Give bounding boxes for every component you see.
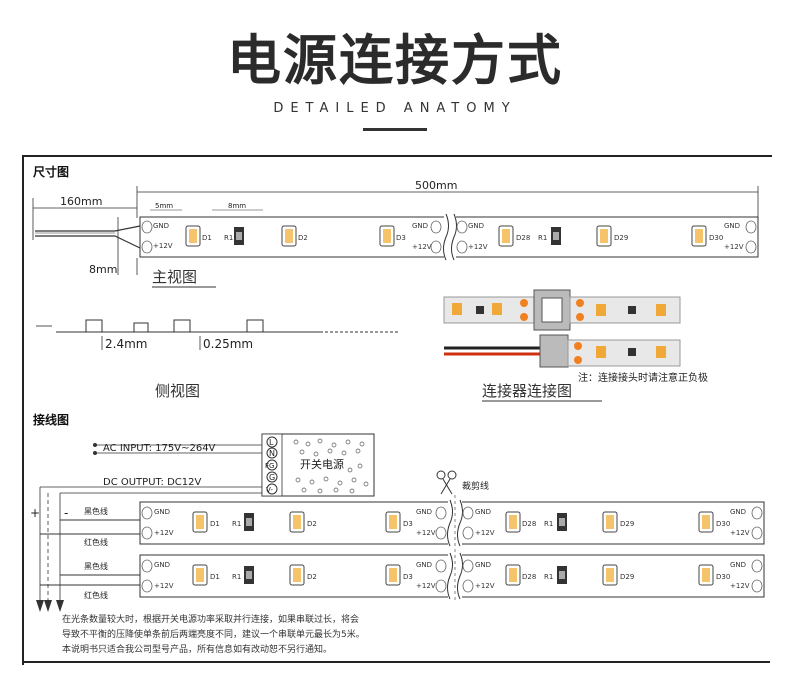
front-view-caption: 主视图 — [152, 268, 197, 286]
wiring-heading: 接线图 — [33, 412, 69, 427]
red-wire-label-2: 红色线 — [84, 590, 108, 600]
w1-d3: D3 — [403, 520, 413, 528]
minus-sign: - — [64, 506, 68, 520]
w2-gnd-4: GND — [730, 561, 746, 569]
page-subtitle: DETAILED ANATOMY — [273, 101, 517, 116]
w2-gnd-2: GND — [416, 561, 432, 569]
side-view: 2.4mm 0.25mm — [36, 319, 400, 351]
w1-gnd: GND — [154, 508, 170, 516]
connector-note: 注：连接接头时请注意正负极 — [578, 371, 708, 384]
w1-d30: D30 — [716, 520, 730, 528]
w1-plus12-3: +12V — [475, 529, 495, 537]
dimension-heading: 尺寸图 — [33, 164, 69, 179]
pad-plus12-label-2: +12V — [412, 243, 432, 251]
scissors-icon — [436, 470, 457, 495]
led-d3-label: D3 — [396, 234, 406, 242]
led-d30-label: D30 — [709, 234, 723, 242]
w2-r1: R1 — [232, 573, 241, 581]
terminal-l-label: L — [269, 438, 274, 447]
w2-gnd: GND — [154, 561, 170, 569]
w1-gnd-4: GND — [730, 508, 746, 516]
width-label: 8mm — [89, 263, 117, 276]
power-supply: L N FG G V- 开关电源 — [261, 433, 375, 497]
pad-gnd-label: GND — [153, 222, 169, 230]
thickness-a-label: 2.4mm — [105, 337, 147, 351]
w2-d30: D30 — [716, 573, 730, 581]
psu-label: 开关电源 — [300, 457, 344, 471]
w1-r1: R1 — [232, 520, 241, 528]
side-view-caption: 侧视图 — [155, 382, 200, 400]
plus-sign: + — [30, 506, 40, 520]
red-wire-label-1: 红色线 — [84, 537, 108, 547]
w2-plus12-2: +12V — [416, 582, 436, 590]
front-strip: 8mm GND +12V D1 R1 D2 D3 GND +12V GND +1… — [35, 213, 759, 276]
wiring-strip-1: 黑色线 红色线 GND +12V D1 R1 D2 D3 GND +12V GN… — [40, 499, 765, 547]
w2-plus12-3: +12V — [475, 582, 495, 590]
w2-plus12: +12V — [154, 582, 174, 590]
pad-gnd-label-2: GND — [412, 222, 428, 230]
w1-d29: D29 — [620, 520, 634, 528]
w2-gnd-3: GND — [475, 561, 491, 569]
title-underline — [363, 128, 427, 131]
w2-d29: D29 — [620, 573, 634, 581]
terminal-v-label: V- — [266, 486, 273, 494]
w1-plus12-4: +12V — [730, 529, 750, 537]
w2-d2: D2 — [307, 573, 317, 581]
w1-gnd-3: GND — [475, 508, 491, 516]
w2-r1-2: R1 — [544, 573, 553, 581]
pad-plus12-label-4: +12V — [724, 243, 744, 251]
connector-caption: 连接器连接图 — [482, 382, 572, 400]
w1-r1-2: R1 — [544, 520, 553, 528]
led-d29-label: D29 — [614, 234, 628, 242]
pad-gnd-label-3: GND — [468, 222, 484, 230]
note-line-2: 导致不平衡的压降使单条前后两端亮度不同，建议一个串联单元最长为5米。 — [62, 630, 365, 640]
spacing-b-label: 8mm — [228, 202, 246, 210]
cut-line-label: 裁剪线 — [462, 480, 489, 492]
spacing-a-label: 5mm — [155, 202, 173, 210]
w1-d1: D1 — [210, 520, 220, 528]
led-d1-label: D1 — [202, 234, 212, 242]
black-wire-label-1: 黑色线 — [84, 506, 108, 516]
w1-gnd-2: GND — [416, 508, 432, 516]
black-wire-label-2: 黑色线 — [84, 561, 108, 571]
thickness-b-label: 0.25mm — [203, 337, 253, 351]
led-d2-label: D2 — [298, 234, 308, 242]
pad-plus12-label-3: +12V — [468, 243, 488, 251]
res-r1-label: R1 — [224, 234, 233, 242]
note-line-3: 本说明书只适合我公司型号产品，所有信息如有改动恕不另行通知。 — [62, 645, 333, 655]
w1-d28: D28 — [522, 520, 536, 528]
w1-plus12-2: +12V — [416, 529, 436, 537]
note-line-1: 在光条数量较大时，根据开关电源功率采取并行连接，如果串联过长，将会 — [62, 615, 360, 625]
total-length-label: 500mm — [415, 179, 457, 192]
w1-plus12: +12V — [154, 529, 174, 537]
terminal-fg-label: FG — [265, 462, 274, 470]
w1-d2: D2 — [307, 520, 317, 528]
dc-output-label: DC OUTPUT: DC12V — [103, 477, 201, 488]
pad-gnd-label-4: GND — [724, 222, 740, 230]
connector-illustration — [443, 289, 681, 368]
diagram-frame — [22, 155, 772, 665]
terminal-g-label: G — [269, 473, 275, 482]
w2-d28: D28 — [522, 573, 536, 581]
w2-plus12-4: +12V — [730, 582, 750, 590]
page-title: 电源连接方式 — [227, 29, 563, 92]
diagram-frame-bottom — [22, 661, 770, 663]
w2-d3: D3 — [403, 573, 413, 581]
res-r1-label-2: R1 — [538, 234, 547, 242]
wiring-strip-2: 黑色线 红色线 GND +12V D1 R1 D2 D3 GND +12V GN… — [40, 552, 765, 600]
lead-length-label: 160mm — [60, 195, 102, 208]
pad-plus12-label: +12V — [153, 242, 173, 250]
led-d28-label: D28 — [516, 234, 530, 242]
w2-d1: D1 — [210, 573, 220, 581]
ac-input-label: AC INPUT: 175V~264V — [103, 443, 216, 454]
terminal-n-label: N — [269, 449, 275, 458]
